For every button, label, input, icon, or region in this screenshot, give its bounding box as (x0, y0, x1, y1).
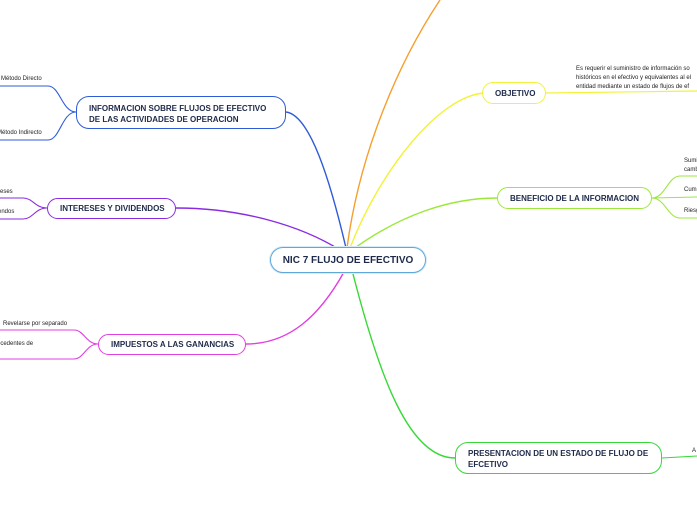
objetivo-description-line-2: históricos en el efectivo y equivalentes… (576, 75, 692, 81)
topic-beneficio-label: BENEFICIO DE LA INFORMACION (510, 193, 640, 203)
topic-impuestos-label: IMPUESTOS A LAS GANANCIAS (111, 340, 235, 349)
topic-beneficio[interactable]: BENEFICIO DE LA INFORMACION (497, 187, 652, 209)
connector-objetivo-desc (544, 90, 697, 94)
objetivo-description-line-1: Es requerir el suministro de información… (576, 66, 690, 72)
objetivo-description: Es requerir el suministro de información… (576, 65, 691, 92)
subtopic-beneficio-riesg[interactable]: Riesg (684, 208, 697, 214)
connector-presentacion (351, 269, 456, 459)
connector-impuestos-child-1 (0, 329, 99, 345)
subtopic-beneficio-sumi[interactable]: Sumi (684, 158, 697, 164)
central-topic[interactable]: NIC 7 FLUJO DE EFECTIVO (270, 247, 426, 273)
topic-presentacion[interactable]: PRESENTACION DE UN ESTADO DE FLUJO DE EF… (455, 442, 662, 474)
connector-beneficio (351, 197, 498, 251)
subtopic-metodo-indirecto[interactable]: Método Indirecto (0, 130, 42, 136)
connector-intereses-child-1 (0, 197, 48, 209)
topic-operacion-label-2: DE LAS ACTIVIDADES DE OPERACION (89, 115, 239, 124)
subtopic-metodo-directo[interactable]: Método Directo (1, 76, 42, 82)
connector-intereses (175, 207, 341, 251)
connector-presentacion-child (661, 455, 697, 459)
connector-beneficio-child-1 (651, 175, 697, 199)
connector-impuestos (245, 271, 345, 345)
connector-operacion (285, 111, 347, 249)
connector-top-branch (346, 0, 441, 249)
subtopic-procedentes[interactable]: ocedentes de (0, 341, 34, 347)
connector-operacion-child-2 (0, 111, 77, 141)
topic-presentacion-label-2: EFCETIVO (468, 460, 509, 469)
subtopic-revelarse[interactable]: Revelarse por separado (3, 321, 68, 327)
connector-operacion-child-1 (0, 85, 77, 113)
objetivo-description-line-3: entidad mediante un estado de flujos de … (576, 84, 690, 90)
connector-beneficio-child-3 (651, 197, 697, 219)
topic-operacion[interactable]: INFORMACION SOBRE FLUJOS DE EFECTIVO DE … (76, 96, 286, 129)
topic-intereses[interactable]: INTERESES Y DIVIDENDOS (47, 198, 176, 219)
connector-intereses-child-2 (0, 207, 48, 220)
topic-objetivo-label: OBJETIVO (495, 88, 536, 98)
subtopic-beneficio-cum[interactable]: Cum (684, 187, 697, 193)
connector-impuestos-child-2 (0, 343, 99, 360)
central-topic-label: NIC 7 FLUJO DE EFECTIVO (282, 254, 414, 266)
connector-objetivo (349, 92, 486, 249)
topic-presentacion-label-1: PRESENTACION DE UN ESTADO DE FLUJO DE (468, 449, 649, 458)
subtopic-beneficio-camb[interactable]: camb (684, 167, 697, 173)
connector-beneficio-child-2 (651, 196, 697, 199)
topic-impuestos[interactable]: IMPUESTOS A LAS GANANCIAS (98, 334, 246, 355)
subtopic-intereses-2[interactable]: endos (0, 209, 15, 215)
topic-intereses-label: INTERESES Y DIVIDENDOS (60, 204, 165, 213)
subtopic-presentacion-a[interactable]: A (692, 448, 697, 454)
subtopic-intereses-1[interactable]: reses (0, 189, 13, 195)
topic-operacion-label-1: INFORMACION SOBRE FLUJOS DE EFECTIVO (89, 104, 267, 113)
topic-objetivo[interactable]: OBJETIVO (482, 82, 546, 104)
